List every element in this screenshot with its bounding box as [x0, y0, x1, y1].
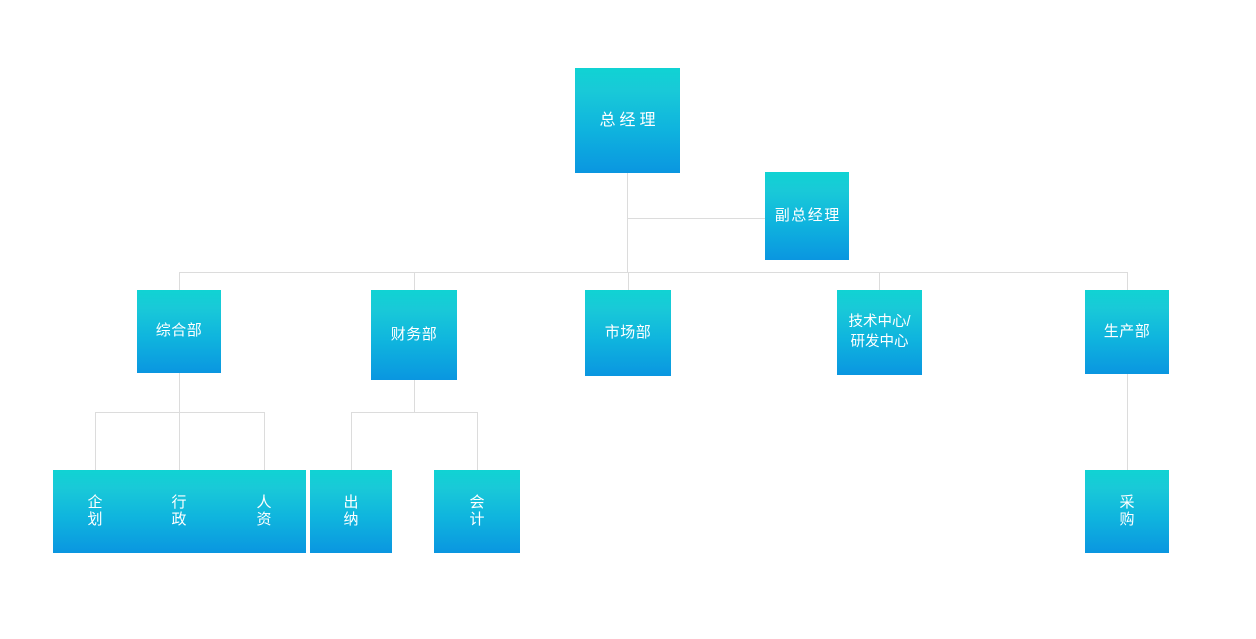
connector-drop-sub-kuaiji	[477, 412, 478, 470]
node-department-caiwubu[interactable]: 财务部	[371, 290, 457, 380]
connector-drop-dept-1	[179, 272, 180, 290]
node-department-jishuzhongxin[interactable]: 技术中心/ 研发中心	[837, 290, 922, 375]
node-general-manager-label: 总经理	[599, 111, 660, 129]
sub-department-box-caigou	[1085, 470, 1169, 553]
connector-deputy-branch	[627, 218, 766, 219]
node-deputy-general-manager-label: 副总经理	[774, 206, 841, 224]
node-deputy-general-manager[interactable]: 副总经理	[765, 172, 849, 260]
connector-drop-dept-3	[628, 272, 629, 290]
connector-department-bus	[179, 272, 1127, 273]
node-department-shichangbu-label: 市场部	[604, 323, 652, 341]
node-department-shichangbu[interactable]: 市场部	[585, 290, 671, 376]
connector-gm-trunk	[627, 173, 628, 272]
connector-zonghebu-stem	[179, 373, 180, 412]
sub-department-box-chuna	[310, 470, 392, 553]
sub-department-box-kuaiji	[434, 470, 520, 553]
connector-caiwubu-stem	[414, 380, 415, 412]
node-department-caiwubu-label: 财务部	[390, 325, 438, 343]
connector-drop-sub-xingzheng	[179, 412, 180, 470]
connector-drop-sub-renzi	[264, 412, 265, 470]
node-department-zonghebu[interactable]: 综合部	[137, 290, 221, 373]
node-department-shengchanbu-label: 生产部	[1103, 322, 1151, 340]
sub-department-band-zonghebu	[53, 470, 306, 553]
node-department-zonghebu-label: 综合部	[155, 322, 203, 340]
connector-drop-dept-5	[1127, 272, 1128, 290]
node-department-jishuzhongxin-label: 技术中心/ 研发中心	[848, 313, 911, 350]
node-general-manager[interactable]: 总经理	[575, 68, 680, 173]
connector-shengchanbu-to-caigou	[1127, 374, 1128, 470]
connector-drop-sub-qihua	[95, 412, 96, 470]
node-department-shengchanbu[interactable]: 生产部	[1085, 290, 1169, 374]
connector-drop-sub-chuna	[351, 412, 352, 470]
connector-drop-dept-4	[879, 272, 880, 290]
connector-caiwubu-bus	[351, 412, 477, 413]
connector-drop-dept-2	[414, 272, 415, 290]
